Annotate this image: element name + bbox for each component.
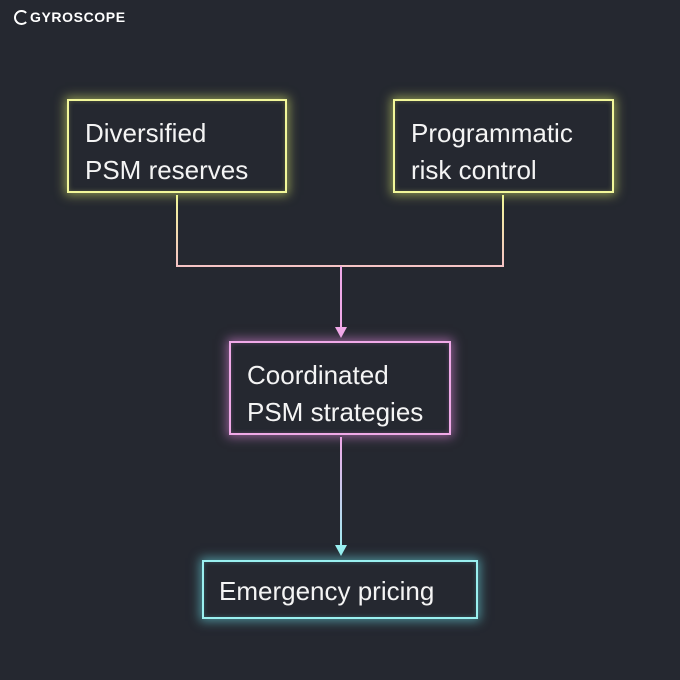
node-programmatic-risk-control: Programmatic risk control <box>393 99 614 193</box>
node-label-line2: PSM strategies <box>247 397 424 427</box>
node-coordinated-psm-strategies: Coordinated PSM strategies <box>229 341 451 435</box>
node-label-line2: risk control <box>411 155 537 185</box>
node-label-line1: Diversified <box>85 118 207 148</box>
gyroscope-logo: GYROSCOPE <box>14 9 126 25</box>
logo-text: GYROSCOPE <box>30 9 126 25</box>
arrowhead-to-strategies <box>335 327 347 338</box>
node-label-line1: Programmatic <box>411 118 573 148</box>
gyroscope-logo-mark <box>14 10 29 25</box>
node-diversified-psm-reserves: Diversified PSM reserves <box>67 99 287 193</box>
arrowhead-to-pricing <box>335 545 347 556</box>
node-emergency-pricing: Emergency pricing <box>202 560 478 619</box>
edge-risk-to-merge <box>341 195 504 267</box>
edge-reserves-to-merge <box>176 195 341 267</box>
node-label-line2: PSM reserves <box>85 155 249 185</box>
node-label-line1: Coordinated <box>247 360 389 390</box>
node-label-line1: Emergency pricing <box>219 576 435 606</box>
